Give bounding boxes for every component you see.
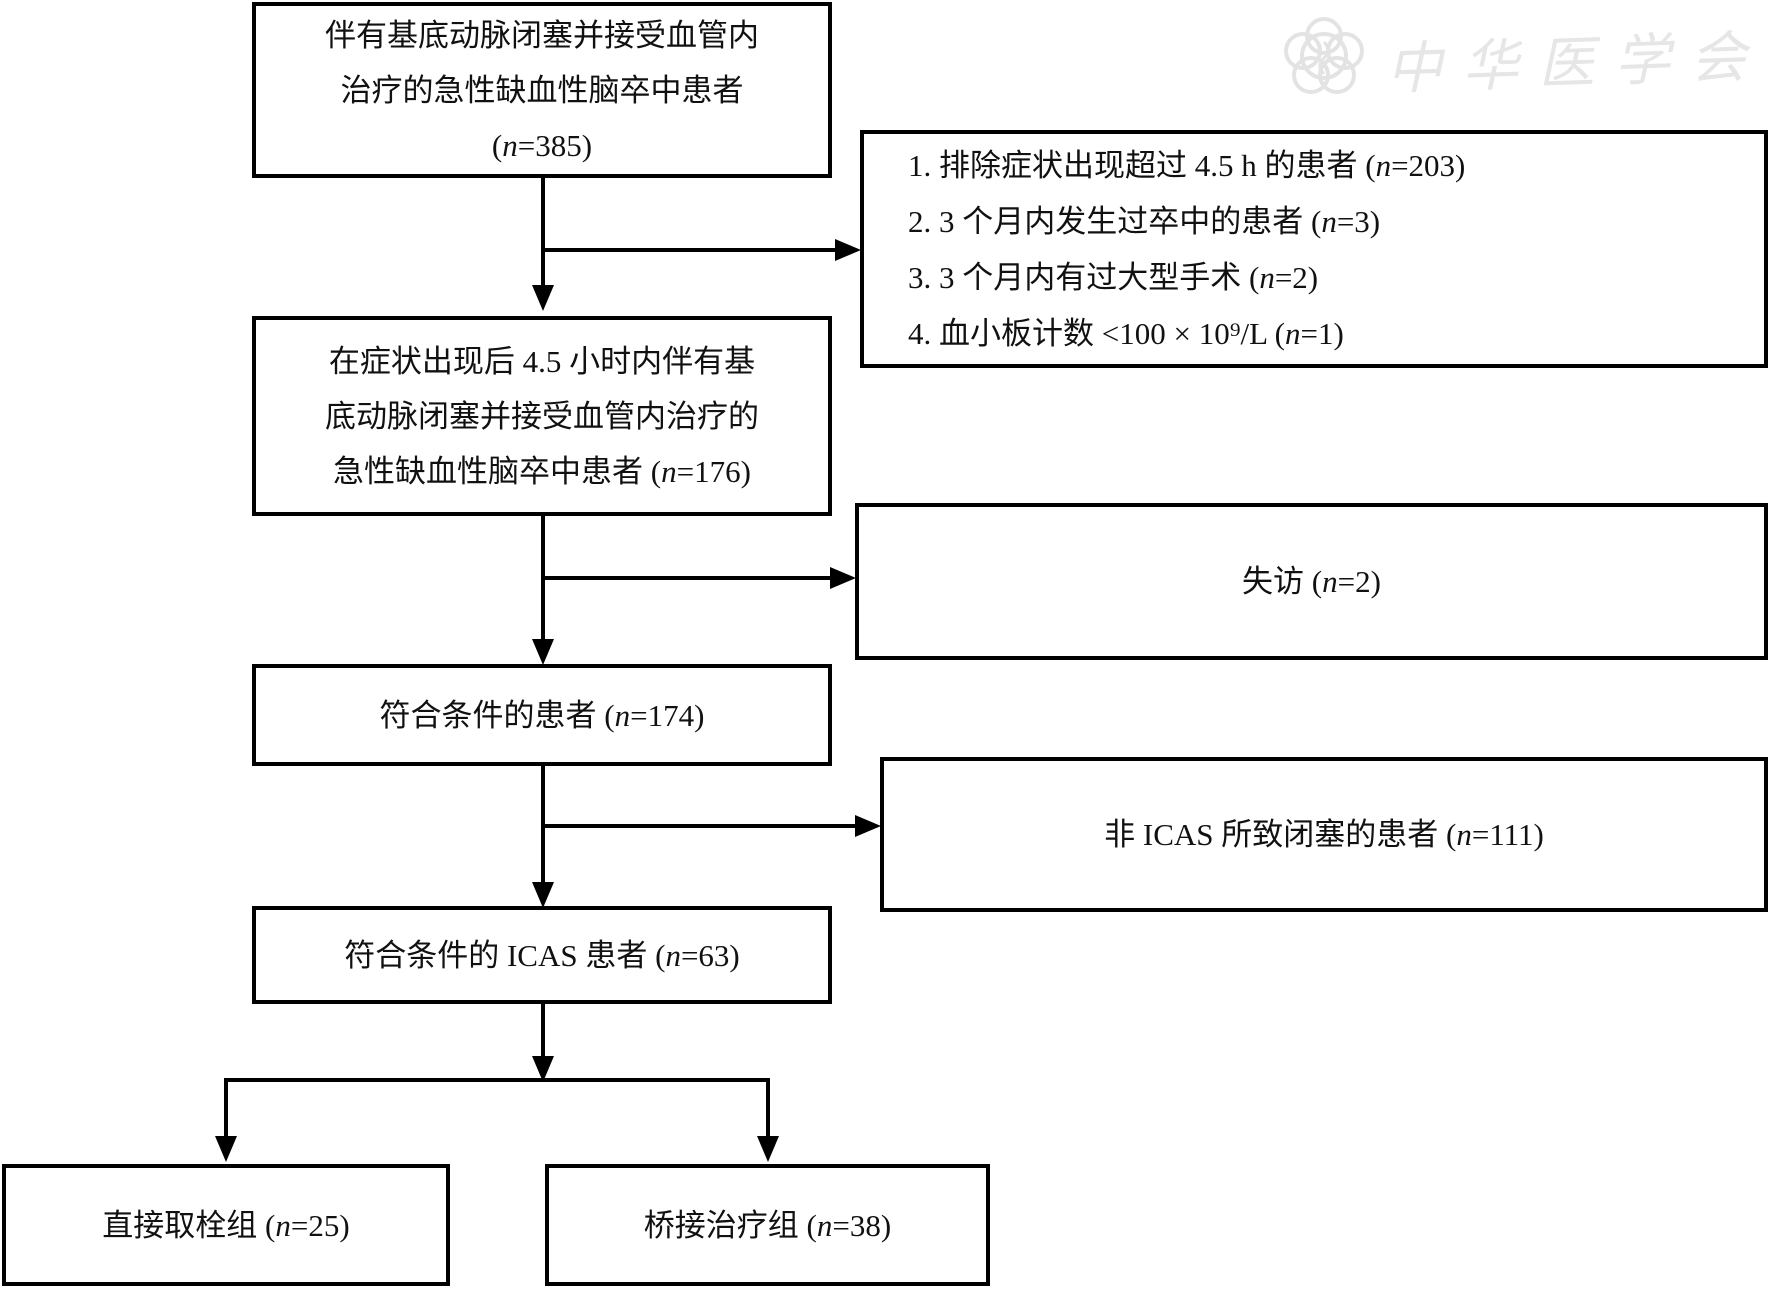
- arrowhead-down-icon: [757, 1136, 779, 1162]
- box-line: 伴有基底动脉闭塞并接受血管内: [325, 17, 759, 53]
- exclusion-item: 1. 排除症状出现超过 4.5 h 的患者 (n=203): [908, 148, 1466, 183]
- cma-watermark: 中华医学会: [1278, 6, 1772, 110]
- exclusion-item: 3. 3 个月内有过大型手术 (n=2): [908, 260, 1319, 295]
- box-line: 符合条件的 ICAS 患者 (n=63): [344, 937, 740, 973]
- exclusion-item: 4. 血小板计数 <100 × 10⁹/L (n=1): [908, 316, 1344, 351]
- arrowhead-down-icon: [532, 1056, 554, 1082]
- box-line: 直接取栓组 (n=25): [102, 1207, 350, 1243]
- cma-watermark-text: 中华医学会: [1385, 23, 1768, 103]
- box-line: 桥接治疗组 (n=38): [643, 1207, 892, 1243]
- box-line: 符合条件的患者 (n=174): [379, 697, 705, 733]
- box-line: 急性缺血性脑卒中患者 (n=176): [333, 453, 751, 489]
- box-line: 在症状出现后 4.5 小时内伴有基: [328, 343, 756, 379]
- box-line: 底动脉闭塞并接受血管内治疗的: [325, 398, 759, 434]
- connector-split-to-direct-group: [224, 1078, 228, 1136]
- box-direct-thrombectomy-group: 直接取栓组 (n=25): [2, 1164, 450, 1286]
- arrowhead-down-icon: [532, 882, 554, 908]
- box-non-icas-patients: 非 ICAS 所致闭塞的患者 (n=111): [880, 757, 1768, 912]
- arrowhead-right-icon: [855, 815, 881, 837]
- box-line: 治疗的急性缺血性脑卒中患者: [340, 72, 744, 108]
- connector-branch-to-non-icas: [541, 824, 857, 828]
- box-eligible-patients: 符合条件的患者 (n=174): [252, 664, 832, 766]
- arrowhead-right-icon: [830, 567, 856, 589]
- box-enrolled-patients: 伴有基底动脉闭塞并接受血管内 治疗的急性缺血性脑卒中患者 (n=385): [252, 2, 832, 178]
- arrowhead-down-icon: [215, 1136, 237, 1162]
- box-line: (n=385): [491, 127, 593, 163]
- exclusion-item: 2. 3 个月内发生过卒中的患者 (n=3): [908, 204, 1381, 239]
- connector-branch-to-exclusions: [541, 248, 837, 252]
- cma-logo-icon: [1284, 17, 1364, 94]
- connector-split-to-bridging-group: [766, 1078, 770, 1136]
- connector-enrolled-to-within45h: [541, 178, 545, 285]
- arrowhead-down-icon: [532, 285, 554, 311]
- arrowhead-down-icon: [532, 639, 554, 665]
- connector-split-bar: [224, 1078, 770, 1082]
- box-eligible-icas-patients: 符合条件的 ICAS 患者 (n=63): [252, 906, 832, 1004]
- box-lost-to-followup: 失访 (n=2): [855, 503, 1768, 660]
- box-bridging-therapy-group: 桥接治疗组 (n=38): [545, 1164, 990, 1286]
- box-within-4-5h-patients: 在症状出现后 4.5 小时内伴有基 底动脉闭塞并接受血管内治疗的 急性缺血性脑卒…: [252, 316, 832, 516]
- connector-branch-to-lost-followup: [541, 576, 832, 580]
- box-exclusion-criteria: 1. 排除症状出现超过 4.5 h 的患者 (n=203) 2. 3 个月内发生…: [860, 130, 1768, 368]
- box-line: 非 ICAS 所致闭塞的患者 (n=111): [1104, 817, 1544, 852]
- connector-icas-to-split: [541, 1004, 545, 1056]
- arrowhead-right-icon: [835, 239, 861, 261]
- box-line: 失访 (n=2): [1242, 564, 1381, 599]
